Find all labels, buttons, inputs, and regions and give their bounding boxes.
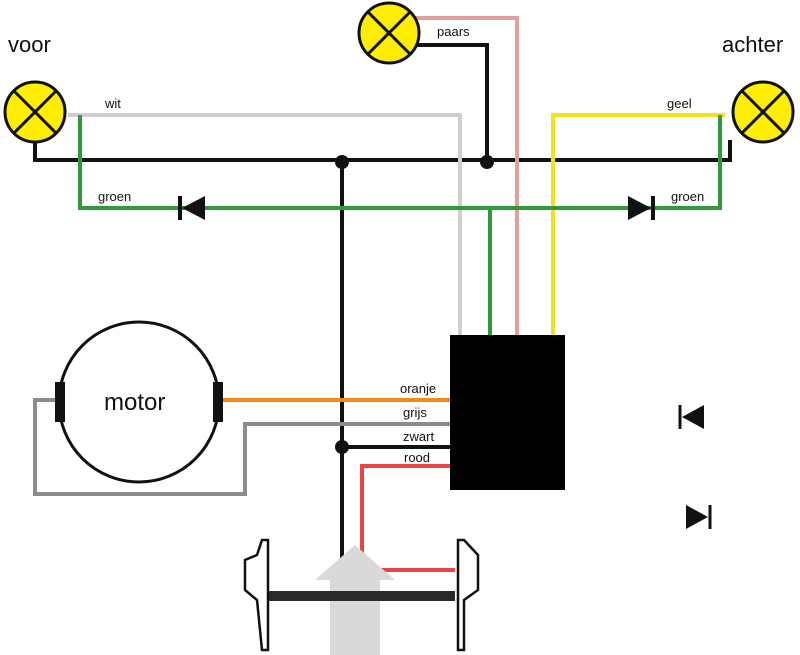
black-vertical-wire xyxy=(340,162,455,572)
diode-icon xyxy=(628,196,655,220)
rood-wire xyxy=(360,464,455,572)
decoder-block xyxy=(450,335,565,490)
zwart-label: zwart xyxy=(403,429,434,444)
geel-label: geel xyxy=(667,96,692,111)
geel-wire xyxy=(551,113,725,335)
motor-label: motor xyxy=(104,389,165,416)
diode-icon xyxy=(686,505,712,529)
front-lamp-icon xyxy=(3,80,67,144)
black-return-wire xyxy=(33,140,732,162)
junction-dot xyxy=(335,155,349,169)
junction-dot xyxy=(335,440,349,454)
top-lamp-black-wire xyxy=(410,43,489,162)
grijs-wire xyxy=(33,398,450,496)
groen-right-label: groen xyxy=(671,189,704,204)
rear-lamp-icon xyxy=(731,80,795,144)
rear-label: achter xyxy=(722,32,783,57)
top-lamp-icon xyxy=(357,1,421,65)
front-label: voor xyxy=(8,32,51,57)
diode-icon xyxy=(678,405,704,429)
junction-dot xyxy=(480,155,494,169)
groen-wire xyxy=(78,115,722,210)
groen-left-label: groen xyxy=(98,189,131,204)
diode-icon xyxy=(178,196,205,220)
wit-wire xyxy=(68,113,462,335)
paars-label: paars xyxy=(437,24,470,39)
grijs-label: grijs xyxy=(403,405,427,420)
rood-label: rood xyxy=(404,450,430,465)
oranje-label: oranje xyxy=(400,381,436,396)
wit-label: wit xyxy=(104,96,121,111)
wheelset-icon xyxy=(243,538,480,655)
paars-wire xyxy=(410,16,519,335)
motor-icon xyxy=(55,320,223,484)
